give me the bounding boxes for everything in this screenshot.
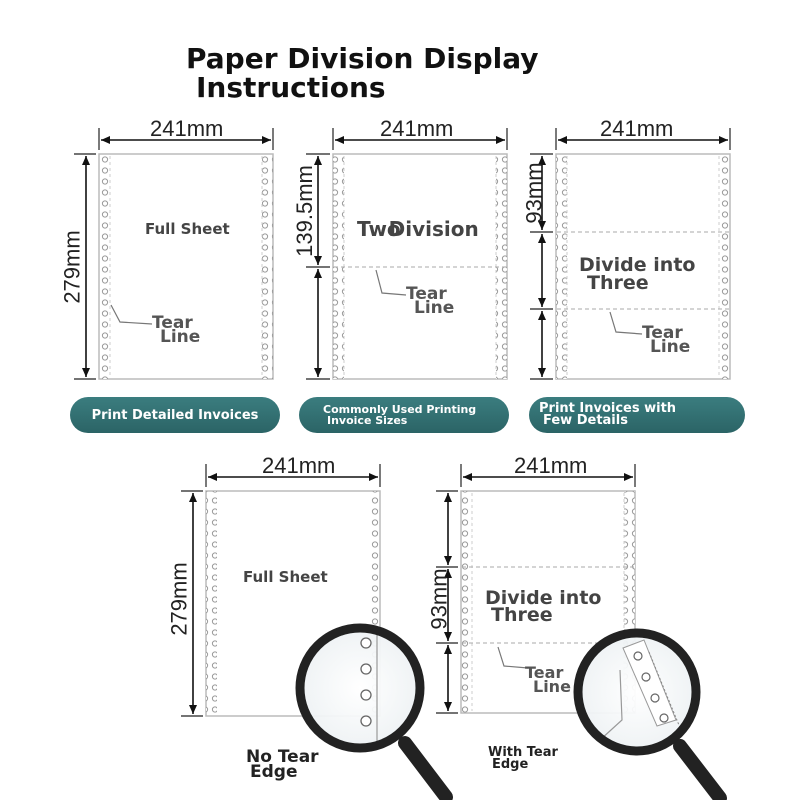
tear-line-word-2: Line (533, 677, 571, 696)
width-label: 241mm (514, 453, 588, 478)
three-division-line-2: Three (491, 604, 553, 626)
two-division-word-1: Two (357, 217, 401, 241)
tear-line-label: Tear Line (406, 284, 455, 318)
paper-sheet (98, 153, 274, 380)
pill-line-1: Commonly Used Printing (323, 403, 477, 416)
tear-line-word-1: Tear (642, 323, 683, 343)
height-label-third: 93mm (426, 568, 452, 630)
width-label: 241mm (150, 116, 224, 141)
zoomed-torn-strip (622, 639, 677, 727)
height-label: 279mm (166, 562, 192, 636)
sprocket-strip-left (556, 154, 567, 379)
sprocket-strip-right (496, 154, 507, 379)
sprocket-strip-left (99, 154, 110, 379)
pill-common-invoice-sizes: Commonly Used Printing Invoice Sizes (299, 397, 509, 433)
two-division-word-2: Division (388, 217, 479, 241)
sprocket-strip-right (719, 154, 730, 379)
zoomed-hole (659, 713, 669, 723)
zoomed-paper-edge (599, 669, 623, 741)
zoomed-hole (650, 693, 660, 703)
sprocket-strip-right (369, 491, 380, 716)
caption-line-1: No Tear (246, 747, 319, 767)
two-division-label: TwoDivision (357, 217, 479, 241)
title-line-2: Instructions (196, 71, 386, 104)
tear-line-word-2: Line (414, 298, 455, 318)
three-division-line-1: Divide into (485, 587, 602, 609)
full-sheet-label: Full Sheet (243, 568, 328, 586)
magnifier-rim (573, 628, 701, 756)
panel-three-division (530, 128, 731, 380)
pill-line-2: Few Details (543, 413, 628, 428)
tear-line-label: Tear Line (642, 323, 691, 357)
height-label-third: 93mm (521, 162, 547, 224)
caption-no-tear-edge: No Tear Edge (246, 747, 319, 782)
magnifier-no-tear-edge (295, 623, 453, 800)
tear-pointer (609, 311, 643, 335)
caption-line-1: With Tear (488, 745, 558, 760)
caption-with-tear-edge: With Tear Edge (488, 745, 558, 772)
tear-line-word-1: Tear (406, 284, 447, 304)
three-division-label: Divide into Three (579, 254, 696, 294)
tear-line-label: Tear Line (525, 663, 571, 696)
tear-line-word-2: Line (160, 327, 201, 347)
width-label: 241mm (262, 453, 336, 478)
magnifier-handle (673, 739, 727, 800)
pill-line-1: Print Invoices with (539, 401, 677, 416)
height-label: 279mm (59, 230, 85, 304)
zoomed-hole (633, 651, 643, 661)
tear-pointer (497, 646, 529, 669)
tear-line-label: Tear Line (152, 313, 201, 347)
width-label: 241mm (380, 116, 454, 141)
caption-line-2: Edge (250, 762, 298, 782)
sprocket-strip-left (461, 491, 472, 713)
three-division-line-1: Divide into (579, 254, 696, 276)
zoomed-hole (360, 663, 372, 675)
three-division-label: Divide into Three (485, 587, 602, 626)
three-division-line-2: Three (587, 272, 649, 294)
zoomed-hole (360, 637, 372, 649)
page-title: Paper Division Display Instructions (186, 44, 539, 102)
zoomed-hole (641, 672, 651, 682)
sprocket-strip-left (333, 154, 344, 379)
full-sheet-label: Full Sheet (145, 220, 230, 238)
tear-line-word-1: Tear (152, 313, 193, 333)
magnifier-rim (295, 623, 425, 753)
pill-print-detailed-invoices: Print Detailed Invoices (70, 397, 280, 433)
zoomed-hole (360, 689, 372, 701)
sprocket-strip-left (206, 491, 217, 716)
title-line-1: Paper Division Display (186, 42, 539, 75)
magnifier-lens (300, 628, 420, 748)
panel-full-sheet (74, 128, 274, 380)
width-label: 241mm (600, 116, 674, 141)
panel-two-division (306, 128, 508, 380)
tear-line-word-2: Line (650, 337, 691, 357)
caption-line-2: Edge (492, 757, 529, 772)
zoomed-hole (360, 715, 372, 727)
magnifier-with-tear-edge (573, 628, 727, 800)
height-label-half: 139.5mm (291, 165, 317, 257)
tear-pointer (375, 269, 407, 296)
pill-few-details: Print Invoices with Few Details (529, 397, 745, 433)
sprocket-strip-right (262, 154, 273, 379)
magnifier-handle (398, 736, 453, 800)
sprocket-strip-right (624, 491, 635, 713)
pill-line-2: Invoice Sizes (327, 414, 408, 427)
tear-line-word-1: Tear (525, 663, 564, 682)
tear-pointer (110, 304, 153, 325)
